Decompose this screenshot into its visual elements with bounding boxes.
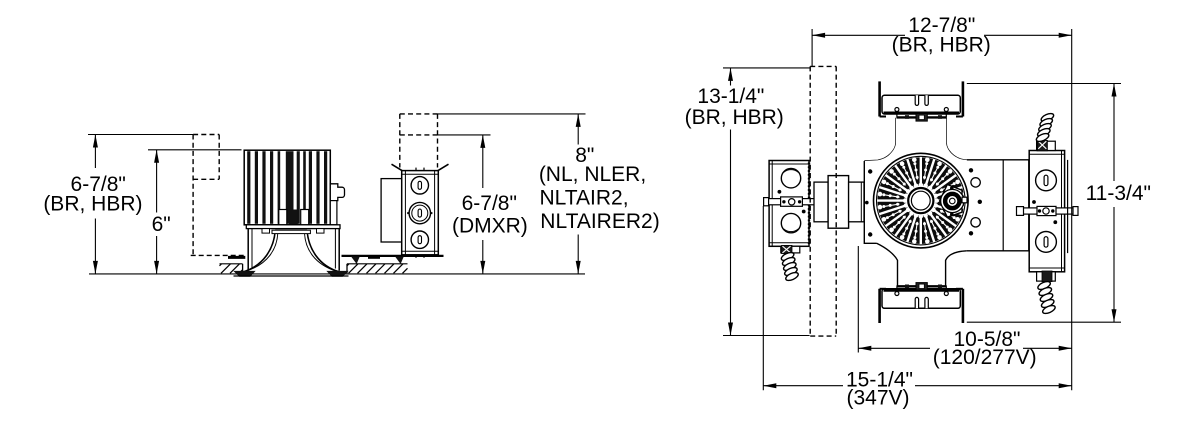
svg-text:6-7/8": 6-7/8"	[71, 173, 126, 196]
svg-text:6": 6"	[152, 213, 171, 236]
svg-text:(120/277V): (120/277V)	[933, 346, 1037, 369]
svg-text:13-1/4": 13-1/4"	[697, 85, 764, 108]
svg-text:(BR, HBR): (BR, HBR)	[43, 193, 142, 216]
svg-text:NLTAIRER2): NLTAIRER2)	[540, 210, 659, 233]
svg-text:(DMXR): (DMXR)	[452, 214, 528, 237]
svg-text:NLTAIR2,: NLTAIR2,	[539, 187, 628, 210]
svg-text:12-7/8": 12-7/8"	[908, 14, 975, 37]
svg-text:(BR, HBR): (BR, HBR)	[685, 106, 784, 129]
svg-text:8": 8"	[575, 144, 594, 167]
svg-text:(BR, HBR): (BR, HBR)	[892, 34, 991, 57]
svg-text:6-7/8": 6-7/8"	[462, 192, 517, 215]
svg-text:(347V): (347V)	[846, 387, 909, 410]
svg-text:15-1/4": 15-1/4"	[846, 369, 913, 392]
svg-text:(NL, NLER,: (NL, NLER,	[539, 163, 646, 186]
svg-text:10-5/8": 10-5/8"	[954, 328, 1021, 351]
svg-text:11-3/4": 11-3/4"	[1086, 182, 1151, 205]
